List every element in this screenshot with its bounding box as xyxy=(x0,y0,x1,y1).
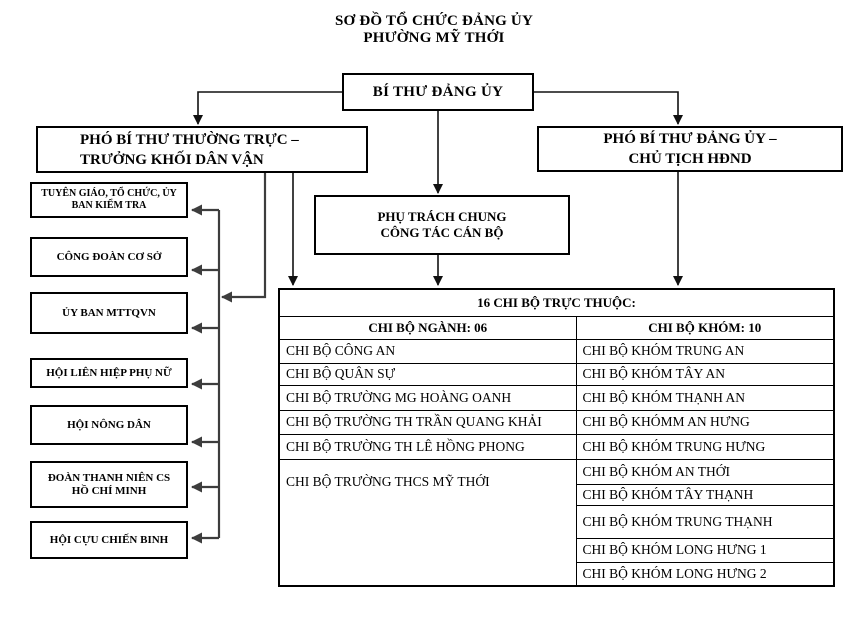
box-phu-trach-chung: PHỤ TRÁCH CHUNG CÔNG TÁC CÁN BỘ xyxy=(314,195,570,255)
nganh-cell: CHI BỘ CÔNG AN xyxy=(278,338,577,364)
left-box-label: ĐOÀN THANH NIÊN CS HỒ CHÍ MINH xyxy=(47,471,171,497)
khom-cell: CHI BỘ KHÓM TRUNG THẠNH xyxy=(575,504,835,539)
nganh-cell: CHI BỘ TRƯỜNG TH TRẦN QUANG KHẢI xyxy=(278,409,577,435)
box-hoi-nong-dan: HỘI NÔNG DÂN xyxy=(30,405,188,445)
khom-cell: CHI BỘ KHÓM TRUNG AN xyxy=(575,338,835,364)
box-pho-bi-thu-thuong-truc: PHÓ BÍ THƯ THƯỜNG TRỰC – TRƯỞNG KHỐI DÂN… xyxy=(36,126,368,173)
khom-cell: CHI BỘ KHÓM TRUNG HƯNG xyxy=(575,433,835,460)
connector-deputy-standing-to-spine xyxy=(221,173,267,303)
page-title-line2: PHƯỜNG MỸ THỚI xyxy=(363,30,505,46)
khom-cell: CHI BỘ KHÓM AN THỚI xyxy=(575,458,835,485)
deputy-council-line2: CHỦ TỊCH HĐND xyxy=(628,151,752,167)
left-box-label: ỦY BAN MTTQVN xyxy=(62,306,156,319)
left-box-label: HỘI LIÊN HIỆP PHỤ NỮ xyxy=(46,366,172,379)
box-uy-ban-mttqvn: ỦY BAN MTTQVN xyxy=(30,292,188,334)
khom-cell: CHI BỘ KHÓM THẠNH AN xyxy=(575,384,835,411)
chi-bo-table: 16 CHI BỘ TRỰC THUỘC: CHI BỘ NGÀNH: 06 C… xyxy=(278,288,836,587)
general-charge-line2: CÔNG TÁC CÁN BỘ xyxy=(380,225,504,240)
nganh-cell: CHI BỘ TRƯỜNG TH LÊ HỒNG PHONG xyxy=(278,433,577,460)
table-col-header-nganh: CHI BỘ NGÀNH: 06 xyxy=(278,315,577,340)
khom-cell: CHI BỘ KHÓM TÂY AN xyxy=(575,362,835,386)
khom-cell: CHI BỘ KHÓMM AN HƯNG xyxy=(575,409,835,435)
connector-secretary-to-deputy-council xyxy=(534,91,683,125)
page-title: SƠ ĐỒ TỔ CHỨC ĐẢNG ỦY PHƯỜNG MỸ THỚI xyxy=(0,13,868,47)
left-box-label: HỘI CỰU CHIẾN BINH xyxy=(49,533,169,546)
table-title: 16 CHI BỘ TRỰC THUỘC: xyxy=(278,288,835,317)
connector-secretary-to-deputy-standing xyxy=(193,91,342,125)
general-charge-line1: PHỤ TRÁCH CHUNG xyxy=(377,209,507,224)
nganh-cell-merged: CHI BỘ TRƯỜNG THCS MỸ THỚI xyxy=(278,458,577,587)
nganh-cell: CHI BỘ QUÂN SỰ xyxy=(278,362,577,386)
khom-cell: CHI BỘ KHÓM LONG HƯNG 2 xyxy=(575,561,835,587)
page-title-line1: SƠ ĐỒ TỔ CHỨC ĐẢNG ỦY xyxy=(335,13,533,29)
nganh-cell: CHI BỘ TRƯỜNG MG HOÀNG OANH xyxy=(278,384,577,411)
khom-cell: CHI BỘ KHÓM LONG HƯNG 1 xyxy=(575,537,835,563)
left-box-label: CÔNG ĐOÀN CƠ SỞ xyxy=(56,250,162,263)
left-box-label: TUYÊN GIÁO, TỔ CHỨC, ỦY BAN KIỂM TRA xyxy=(41,188,177,211)
box-hoi-cuu-chien-binh: HỘI CỰU CHIẾN BINH xyxy=(30,521,188,559)
box-cong-doan-co-so: CÔNG ĐOÀN CƠ SỞ xyxy=(30,237,188,277)
box-tuyen-giao-to-chuc-kiem-tra: TUYÊN GIÁO, TỔ CHỨC, ỦY BAN KIỂM TRA xyxy=(30,182,188,218)
box-pho-bi-thu-dang-uy: PHÓ BÍ THƯ ĐẢNG ỦY – CHỦ TỊCH HĐND xyxy=(537,126,843,172)
box-hoi-lien-hiep-phu-nu: HỘI LIÊN HIỆP PHỤ NỮ xyxy=(30,358,188,388)
deputy-standing-line2: TRƯỞNG KHỐI DÂN VẬN xyxy=(80,151,264,168)
deputy-standing-line1: PHÓ BÍ THƯ THƯỜNG TRỰC – xyxy=(80,131,299,148)
khom-cell: CHI BỘ KHÓM TÂY THẠNH xyxy=(575,483,835,506)
bi-thu-label: BÍ THƯ ĐẢNG ỦY xyxy=(372,83,504,100)
left-box-label: HỘI NÔNG DÂN xyxy=(67,418,151,431)
deputy-council-line1: PHÓ BÍ THƯ ĐẢNG ỦY – xyxy=(603,131,777,147)
box-bi-thu-dang-uy: BÍ THƯ ĐẢNG ỦY xyxy=(342,73,534,111)
table-col-header-khom: CHI BỘ KHÓM: 10 xyxy=(575,315,835,340)
box-doan-thanh-nien: ĐOÀN THANH NIÊN CS HỒ CHÍ MINH xyxy=(30,461,188,508)
